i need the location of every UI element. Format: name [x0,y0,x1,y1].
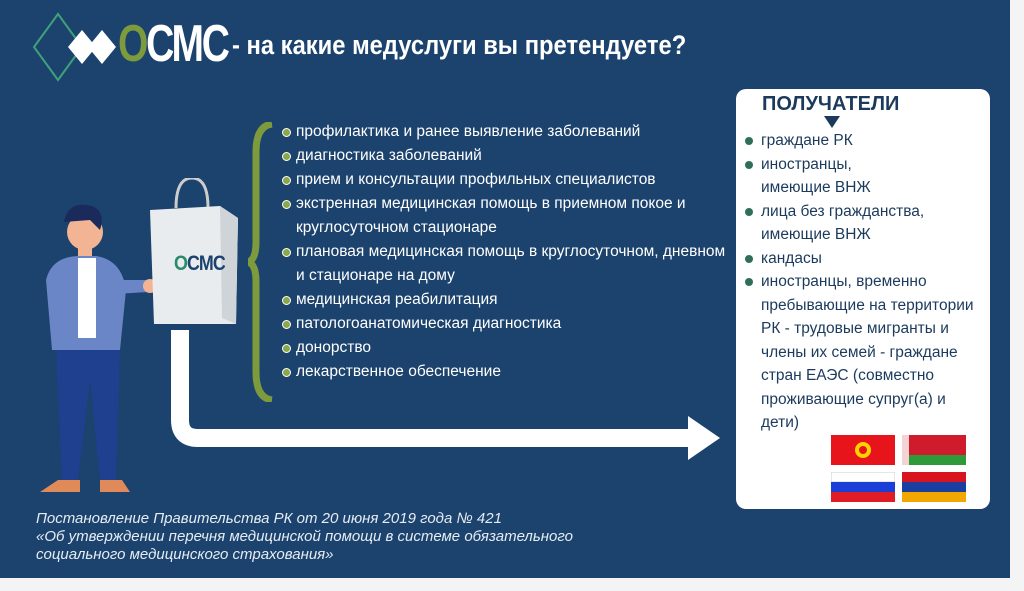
service-item: экстренная медицинская помощь в приемном… [282,192,736,240]
recipient-item: лица без гражданства, имеющие ВНЖ [745,200,971,247]
armenia-flag-icon [902,472,966,502]
service-item: патологоанатомическая диагностика [282,312,736,336]
footer-line: социального медицинского страхования» [36,546,334,563]
triangle-down-icon [824,116,840,128]
recipient-item: иностранцы, временно пребывающие на терр… [745,270,986,435]
kyrgyzstan-flag-icon [831,435,895,465]
recipient-item: иностранцы, имеющие ВНЖ [745,153,891,200]
slide: ОСМС - на какие медуслуги вы претендуете… [0,0,1010,578]
recipients-panel: ПОЛУЧАТЕЛИ граждане РК иностранцы, имеющ… [736,89,990,509]
recipient-item: кандасы [745,247,991,271]
service-item: плановая медицинская помощь в круглосуто… [282,240,736,288]
footer-line: Постановление Правительства РК от 20 июн… [36,510,502,527]
belarus-flag-icon [902,435,966,465]
osms-logo-icon [32,12,116,82]
service-item: профилактика и ранее выявление заболеван… [282,120,736,144]
page-title: - на какие медуслуги вы претендуете? [232,30,687,60]
recipients-list: граждане РК иностранцы, имеющие ВНЖ лица… [745,129,991,435]
curly-brace-icon [248,122,273,402]
service-item: диагностика заболеваний [282,144,736,168]
footer-line: «Об утверждении перечня медицинской помо… [36,528,573,545]
logo-text: ОСМС [118,15,230,73]
footer-citation: Постановление Правительства РК от 20 июн… [36,510,573,564]
person-illustration-icon [40,204,157,492]
service-item: донорство [282,336,736,360]
shopping-bag-icon [150,178,238,324]
recipient-item: граждане РК [745,129,991,153]
service-item: прием и консультации профильных специали… [282,168,736,192]
service-item: лекарственное обеспечение [282,360,736,384]
russia-flag-icon [831,472,895,502]
service-item: медицинская реабилитация [282,288,736,312]
arrow-to-recipients-icon [171,330,720,460]
services-list: профилактика и ранее выявление заболеван… [282,120,736,384]
bag-label: ОСМС [174,252,226,275]
recipients-title: ПОЛУЧАТЕЛИ [762,93,900,115]
